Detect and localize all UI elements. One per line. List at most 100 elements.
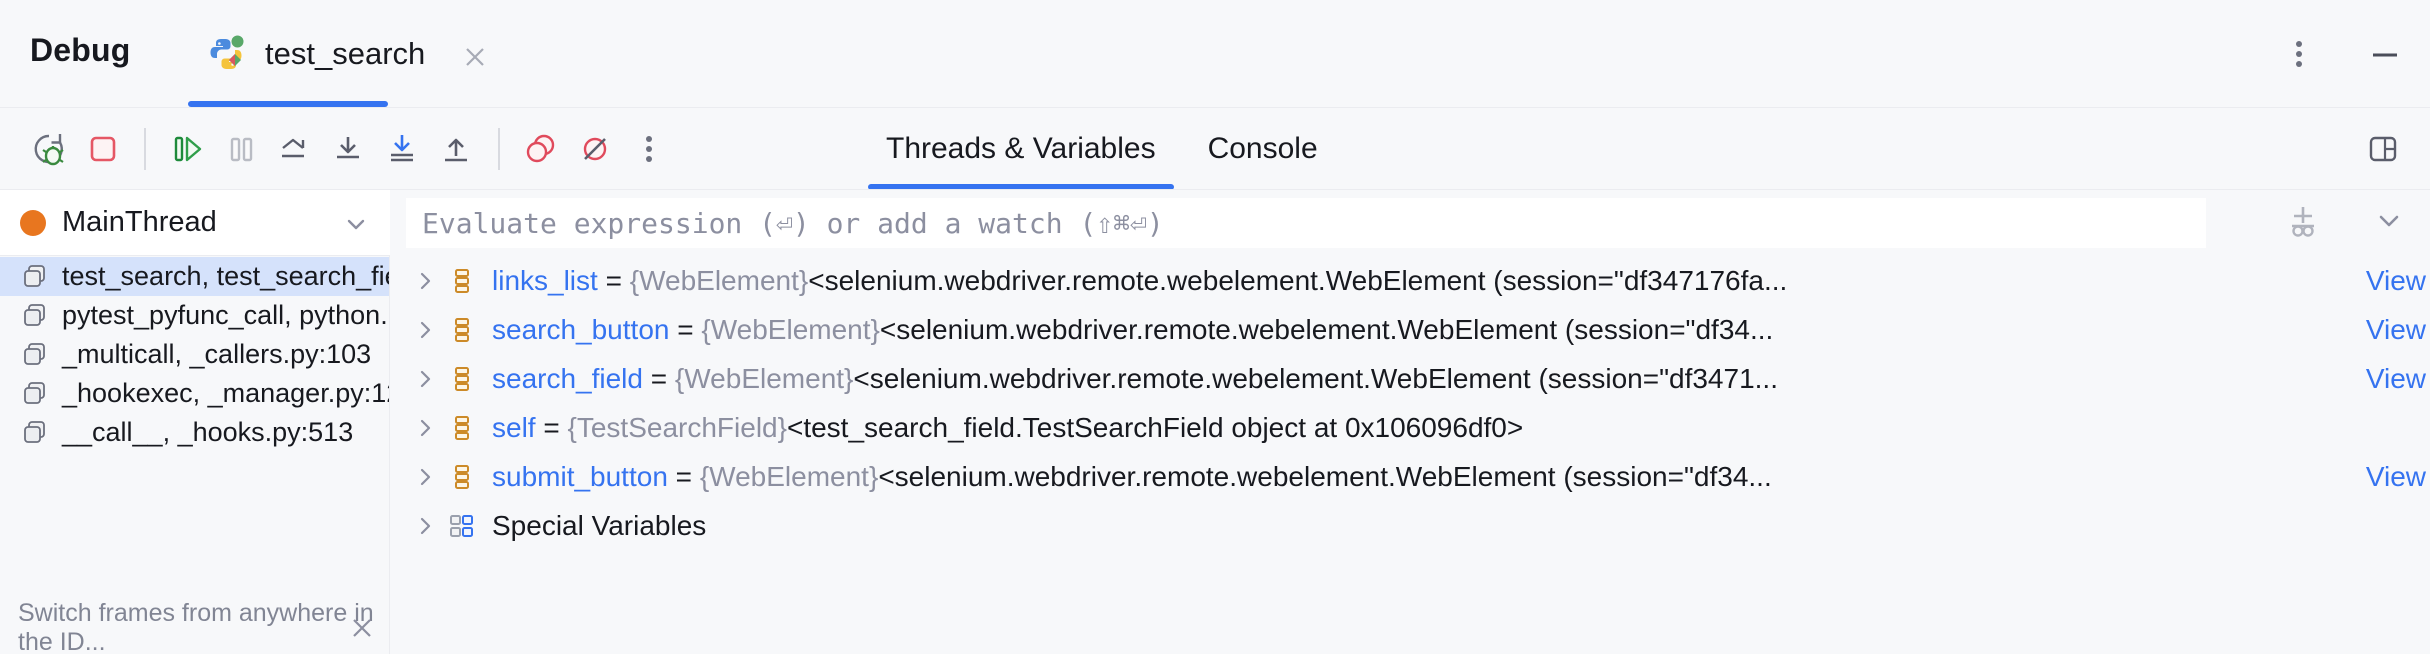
- list-item[interactable]: pytest_pyfunc_call, python.py:159: [0, 296, 389, 335]
- variable-value: <selenium.webdriver.remote.webelement.We…: [878, 460, 1772, 492]
- chevron-right-icon[interactable]: [410, 266, 440, 296]
- table-row[interactable]: self = {TestSearchField}<test_search_fie…: [390, 403, 2430, 452]
- pause-button[interactable]: [214, 122, 268, 176]
- force-step-into-button[interactable]: [376, 122, 430, 176]
- frame-label: _multicall, _callers.py:103: [62, 339, 372, 369]
- object-variable-icon: [448, 267, 476, 295]
- object-variable-icon: [448, 463, 476, 491]
- tab-console[interactable]: Console: [1182, 108, 1344, 190]
- variable-type: {WebElement}: [701, 313, 880, 345]
- frames-list: test_search, test_search_field.py:3 pyte…: [0, 257, 389, 452]
- variable-name: search_field: [492, 362, 643, 394]
- variable-type: {WebElement}: [629, 264, 809, 296]
- chevron-down-icon[interactable]: [2366, 198, 2412, 244]
- variable-equals: =: [642, 362, 675, 394]
- close-icon[interactable]: [349, 615, 375, 646]
- stack-frame-icon: [22, 264, 48, 290]
- step-out-button[interactable]: [430, 122, 484, 176]
- frame-label: _hookexec, _manager.py:120: [62, 378, 389, 408]
- variable-expression: submit_button = {WebElement}<selenium.we…: [492, 461, 2356, 493]
- object-variable-icon: [448, 414, 476, 442]
- special-variables-label: Special Variables: [492, 509, 707, 541]
- view-link[interactable]: View: [2365, 313, 2426, 345]
- variable-equals: =: [597, 264, 630, 296]
- view-breakpoints-button[interactable]: [514, 122, 568, 176]
- minimize-icon[interactable]: [2362, 31, 2408, 77]
- variable-name: search_button: [492, 313, 670, 345]
- thread-selector[interactable]: MainThread: [0, 190, 390, 256]
- chevron-down-icon[interactable]: [342, 210, 370, 243]
- variable-type: {TestSearchField}: [567, 411, 787, 443]
- panel-tabs: Threads & Variables Console: [860, 108, 1344, 190]
- stack-frame-icon: [22, 303, 48, 329]
- tab-threads-variables-label: Threads & Variables: [886, 132, 1156, 165]
- frame-label: pytest_pyfunc_call, python.py:159: [62, 300, 389, 330]
- variable-value: <selenium.webdriver.remote.webelement.We…: [879, 313, 1774, 345]
- thread-name: MainThread: [62, 206, 217, 238]
- resume-button[interactable]: [160, 122, 214, 176]
- python-test-icon: [207, 34, 247, 74]
- list-item[interactable]: __call__, _hooks.py:513: [0, 413, 389, 452]
- table-row[interactable]: submit_button = {WebElement}<selenium.we…: [390, 452, 2430, 501]
- more-vertical-icon[interactable]: [2276, 31, 2322, 77]
- layout-settings-icon[interactable]: [2360, 126, 2406, 172]
- frames-hint: Switch frames from anywhere in the ID...: [0, 599, 389, 654]
- window-actions: [2276, 0, 2408, 108]
- chevron-right-icon[interactable]: [410, 364, 440, 394]
- table-row[interactable]: links_list = {WebElement}<selenium.webdr…: [390, 256, 2430, 305]
- chevron-right-icon[interactable]: [410, 511, 440, 541]
- frames-panel: MainThread test_search, test_search_fiel…: [0, 190, 390, 654]
- object-variable-icon: [448, 365, 476, 393]
- frame-label: test_search, test_search_field.py:3: [62, 261, 389, 291]
- variable-value: <selenium.webdriver.remote.webelement.We…: [853, 362, 1778, 394]
- list-item[interactable]: _multicall, _callers.py:103: [0, 335, 389, 374]
- variables-tree: links_list = {WebElement}<selenium.webdr…: [390, 256, 2430, 654]
- table-row[interactable]: search_button = {WebElement}<selenium.we…: [390, 305, 2430, 354]
- toolbar-separator: [144, 128, 146, 170]
- evaluate-actions: [2280, 198, 2412, 244]
- variable-equals: =: [667, 460, 700, 492]
- rerun-debug-button[interactable]: [22, 122, 76, 176]
- close-icon[interactable]: [462, 44, 488, 70]
- evaluate-bar: Evaluate expression (⏎) or add a watch (…: [390, 190, 2430, 256]
- variable-type: {WebElement}: [699, 460, 879, 492]
- chevron-right-icon[interactable]: [410, 315, 440, 345]
- stack-frame-icon: [22, 381, 48, 407]
- variable-name: submit_button: [492, 460, 668, 492]
- step-over-button[interactable]: [268, 122, 322, 176]
- variable-value: <selenium.webdriver.remote.webelement.We…: [808, 264, 1788, 296]
- variable-expression: search_button = {WebElement}<selenium.we…: [492, 314, 2356, 346]
- list-item[interactable]: test_search, test_search_field.py:3: [0, 257, 389, 296]
- page-title: Debug: [30, 32, 131, 68]
- variable-expression: links_list = {WebElement}<selenium.webdr…: [492, 265, 2356, 297]
- mute-breakpoints-button[interactable]: [568, 122, 622, 176]
- tab-active-indicator: [188, 101, 388, 107]
- chevron-right-icon[interactable]: [410, 462, 440, 492]
- frames-hint-text: Switch frames from anywhere in the ID...: [18, 599, 374, 654]
- tab-threads-variables[interactable]: Threads & Variables: [860, 108, 1182, 190]
- tab-test-search[interactable]: test_search: [185, 0, 447, 107]
- object-variable-icon: [448, 316, 476, 344]
- variable-expression: self = {TestSearchField}<test_search_fie…: [492, 412, 2416, 444]
- evaluate-expression-input[interactable]: Evaluate expression (⏎) or add a watch (…: [406, 198, 2206, 248]
- chevron-right-icon[interactable]: [410, 413, 440, 443]
- view-link[interactable]: View: [2365, 460, 2426, 492]
- list-item[interactable]: _hookexec, _manager.py:120: [0, 374, 389, 413]
- add-watch-icon[interactable]: [2280, 198, 2326, 244]
- view-link[interactable]: View: [2365, 264, 2426, 296]
- view-link[interactable]: View: [2365, 362, 2426, 394]
- variable-name: self: [492, 411, 536, 443]
- special-variables-icon: [448, 512, 476, 540]
- table-row[interactable]: search_field = {WebElement}<selenium.web…: [390, 354, 2430, 403]
- more-options-button[interactable]: [622, 122, 676, 176]
- stop-button[interactable]: [76, 122, 130, 176]
- frame-label: __call__, _hooks.py:513: [62, 417, 354, 447]
- step-into-button[interactable]: [322, 122, 376, 176]
- toolbar-right-actions: [2360, 108, 2406, 190]
- tab-label: test_search: [265, 35, 426, 71]
- stack-frame-icon: [22, 420, 48, 446]
- title-bar: Debug test_search: [0, 0, 2430, 108]
- special-variables-row[interactable]: Special Variables: [390, 501, 2430, 550]
- tab-console-label: Console: [1207, 132, 1318, 165]
- evaluate-placeholder: Evaluate expression (⏎) or add a watch (…: [422, 206, 1164, 240]
